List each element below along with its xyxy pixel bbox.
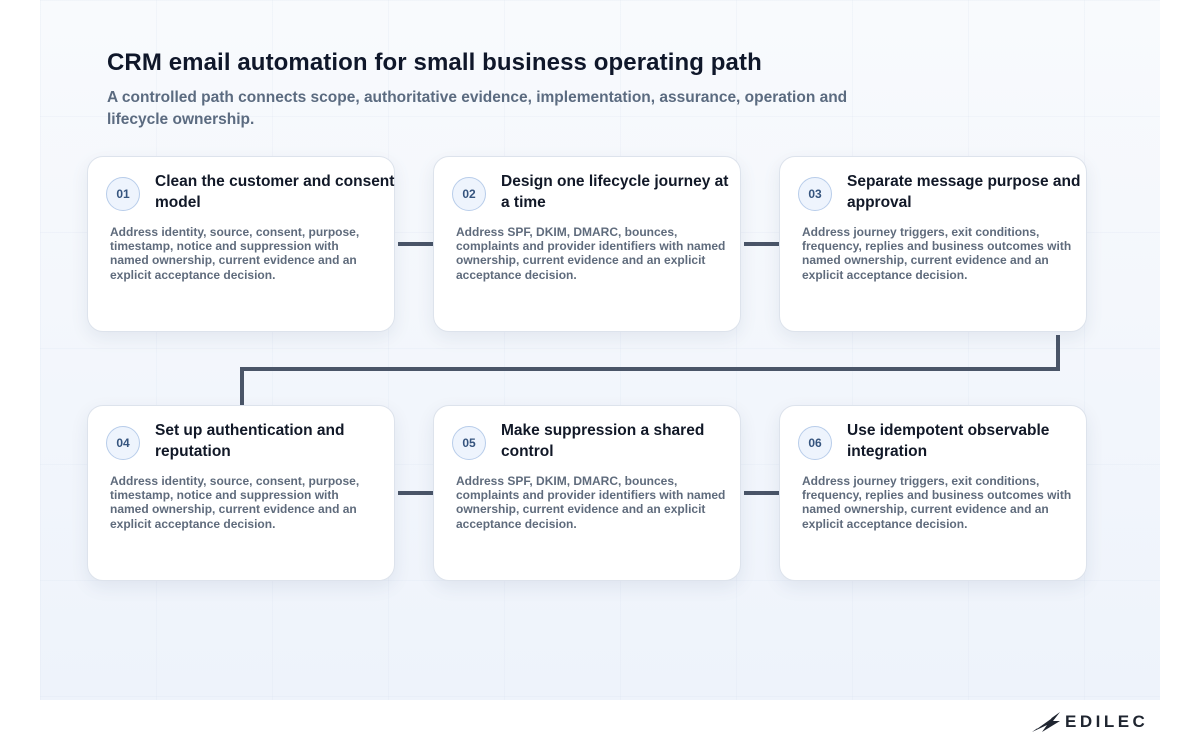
brand-name: EDILEC	[1065, 712, 1149, 731]
step-title: Use idempotent observable integration	[847, 422, 1050, 460]
step-description: Address journey triggers, exit condition…	[802, 474, 1072, 531]
step-card-05: 05 Make suppression a shared control Add…	[433, 405, 741, 581]
step-card-04: 04 Set up authentication and reputation …	[87, 405, 395, 581]
step-description: Address SPF, DKIM, DMARC, bounces, compl…	[456, 474, 726, 531]
step-title: Set up authentication and reputation	[155, 422, 345, 460]
brand-logo: EDILEC	[1031, 711, 1148, 733]
step-description: Address SPF, DKIM, DMARC, bounces, compl…	[456, 225, 726, 282]
step-number-badge: 04	[106, 426, 140, 460]
edilec-wing-logo-icon	[1032, 712, 1060, 732]
step-description: Address identity, source, consent, purpo…	[110, 225, 360, 282]
step-title: Clean the customer and consent model	[155, 173, 395, 211]
background-panel	[40, 0, 1160, 700]
step-card-02: 02 Design one lifecycle journey at a tim…	[433, 156, 741, 332]
step-number-badge: 01	[106, 177, 140, 211]
step-title: Make suppression a shared control	[501, 422, 705, 460]
step-number-badge: 02	[452, 177, 486, 211]
step-title: Separate message purpose and approval	[847, 173, 1081, 211]
step-description: Address identity, source, consent, purpo…	[110, 474, 360, 531]
step-card-01: 01 Clean the customer and consent model …	[87, 156, 395, 332]
step-number-badge: 05	[452, 426, 486, 460]
page-subtitle: A controlled path connects scope, author…	[107, 89, 848, 128]
step-card-06: 06 Use idempotent observable integration…	[779, 405, 1087, 581]
step-card-03: 03 Separate message purpose and approval…	[779, 156, 1087, 332]
page-title: CRM email automation for small business …	[107, 49, 762, 76]
connector-03-04	[240, 335, 1060, 405]
step-number-badge: 03	[798, 177, 832, 211]
step-title: Design one lifecycle journey at a time	[501, 173, 729, 211]
step-number-badge: 06	[798, 426, 832, 460]
step-description: Address journey triggers, exit condition…	[802, 225, 1072, 282]
